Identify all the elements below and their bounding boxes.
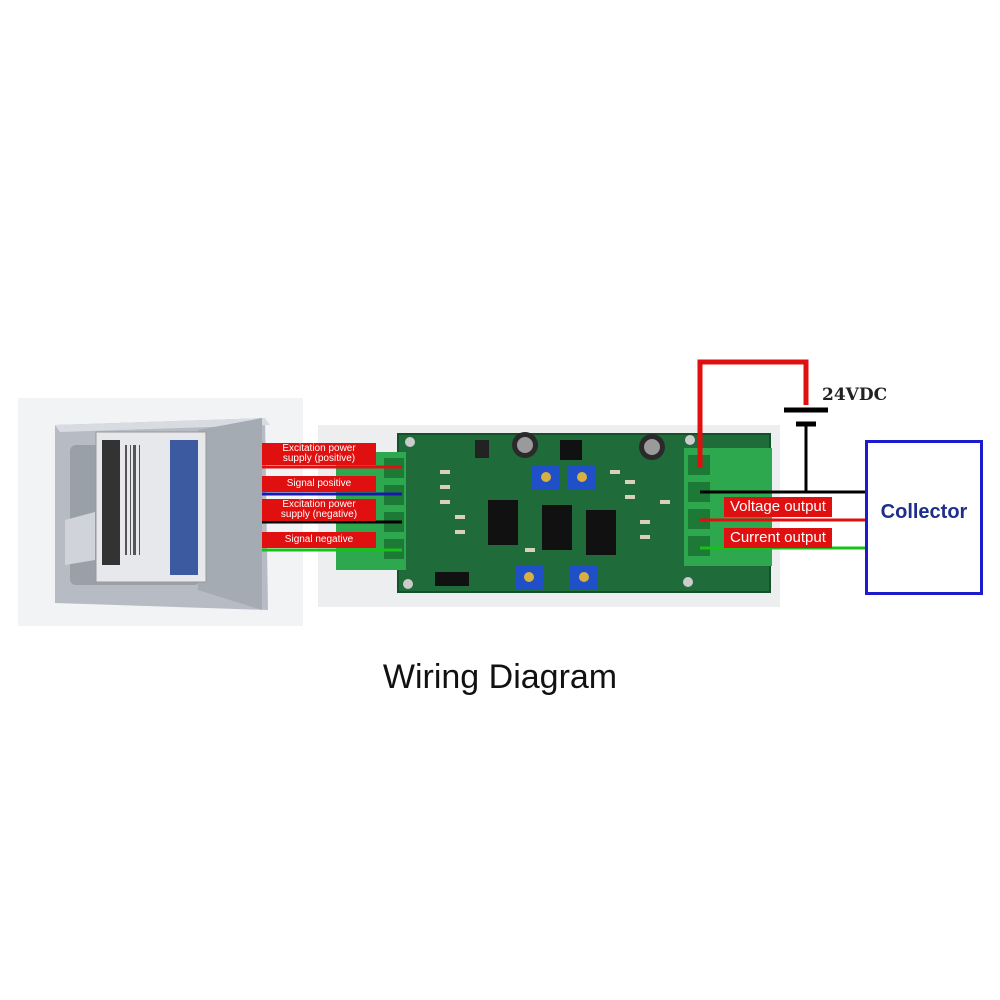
- diagram-caption: Wiring Diagram: [382, 658, 618, 696]
- collector-label: Collector: [880, 501, 968, 523]
- transmitter-board-image: [318, 425, 780, 607]
- label-excitation-negative: Excitation power supply (negative): [262, 499, 376, 521]
- label-voltage-output: Voltage output: [724, 497, 832, 517]
- label-signal-negative: Signal negative: [262, 532, 376, 548]
- load-cell-image: [18, 398, 303, 626]
- label-current-output: Current output: [724, 528, 832, 548]
- wire-power-positive: [697, 359, 809, 468]
- label-excitation-positive: Excitation power supply (positive): [262, 443, 376, 465]
- supply-voltage-label: 24VDC: [822, 385, 888, 405]
- collector-box: Collector: [865, 440, 983, 595]
- label-signal-positive: Signal positive: [262, 476, 376, 492]
